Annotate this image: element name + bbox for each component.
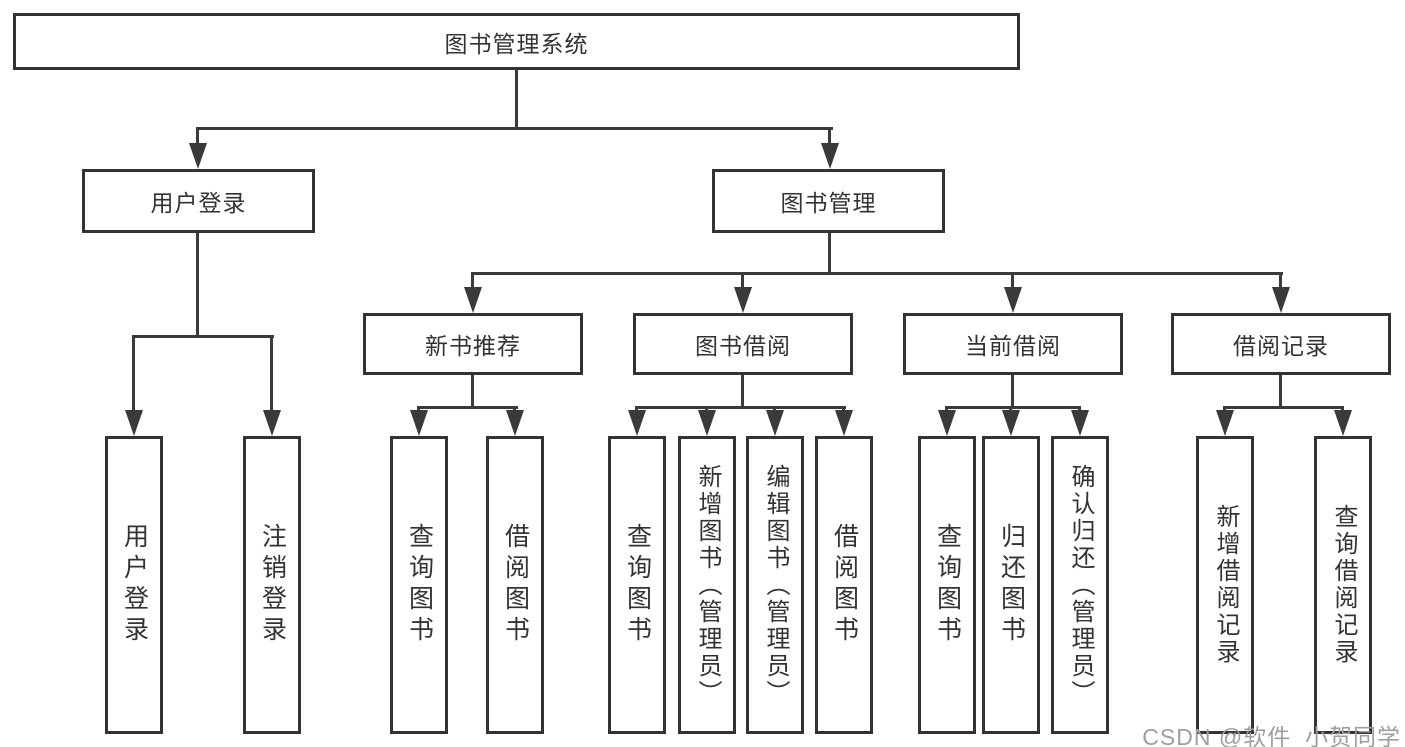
node-borrow-record: 借阅记录: [1171, 313, 1391, 375]
leaf-query-book-rec-label: 查询图书: [405, 523, 434, 647]
connector-drop-borrow-record: [1279, 272, 1282, 289]
arrowhead-return-book: [1002, 410, 1020, 436]
node-book-management-label: 图书管理: [780, 190, 877, 216]
leaf-borrow-book-rec: 借阅图书: [486, 436, 544, 734]
node-borrow-record-label: 借阅记录: [1233, 333, 1329, 359]
leaf-query-borrow-record: 查询借阅记录: [1314, 436, 1372, 734]
node-new-book-recommend: 新书推荐: [363, 313, 583, 375]
node-user-login-label: 用户登录: [150, 190, 247, 216]
leaf-return-book-label: 归还图书: [997, 523, 1026, 647]
arrowhead-query-borrow-record: [1334, 410, 1352, 436]
leaf-user-login-label: 用户登录: [120, 523, 149, 647]
connector-drop-new-book-recommend: [471, 272, 474, 289]
connector-borrow-record-bar: [1224, 406, 1344, 409]
leaf-user-login: 用户登录: [105, 436, 163, 734]
connector-book-borrow-bar: [636, 406, 846, 409]
arrowhead-confirm-return: [1071, 410, 1089, 436]
connector-current-borrow-bar: [946, 406, 1081, 409]
arrowhead-borrow-book-rec: [506, 410, 524, 436]
leaf-borrow-book-label: 借阅图书: [830, 523, 859, 647]
node-new-book-recommend-label: 新书推荐: [425, 333, 521, 359]
arrowhead-leaf-user-login: [125, 410, 143, 436]
arrowhead-query-book-current: [938, 410, 956, 436]
arrowhead-current-borrow: [1004, 287, 1022, 313]
node-root: 图书管理系统: [13, 13, 1020, 70]
arrowhead-query-book-borrow: [628, 410, 646, 436]
arrowhead-query-book-rec: [410, 410, 428, 436]
connector-book-management-stem: [828, 233, 831, 274]
connector-user-login-bar: [133, 335, 274, 338]
leaf-query-borrow-record-label: 查询借阅记录: [1330, 504, 1357, 666]
leaf-return-book: 归还图书: [982, 436, 1040, 734]
leaf-add-book-admin: 新增图书（管理员）: [678, 436, 736, 734]
arrowhead-new-book-recommend: [464, 287, 482, 313]
leaf-query-book-borrow: 查询图书: [608, 436, 666, 734]
node-current-borrow-label: 当前借阅: [965, 333, 1061, 359]
leaf-confirm-return-admin: 确认归还（管理员）: [1051, 436, 1109, 734]
arrowhead-user-login: [189, 143, 207, 169]
connector-drop-current-borrow: [1011, 272, 1014, 289]
leaf-edit-book-admin-label: 编辑图书（管理员）: [762, 463, 789, 707]
connector-drop-user-login: [196, 127, 199, 145]
arrowhead-book-management: [821, 143, 839, 169]
node-root-label: 图书管理系统: [444, 30, 589, 57]
leaf-query-book-rec: 查询图书: [390, 436, 448, 734]
leaf-edit-book-admin: 编辑图书（管理员）: [746, 436, 804, 734]
connector-drop-leaf-logout: [270, 335, 273, 412]
connector-book-borrow-stem: [741, 375, 744, 408]
node-user-login: 用户登录: [82, 169, 315, 233]
leaf-query-book-borrow-label: 查询图书: [623, 523, 652, 647]
connector-drop-book-borrow: [741, 272, 744, 289]
leaf-logout-label: 注销登录: [258, 523, 287, 647]
arrowhead-add-book-admin: [698, 410, 716, 436]
node-book-borrow-label: 图书借阅: [695, 333, 791, 359]
connector-drop-book-management: [828, 127, 831, 145]
node-book-management: 图书管理: [712, 169, 945, 233]
leaf-query-book-current-label: 查询图书: [933, 523, 962, 647]
connector-borrow-record-stem: [1279, 375, 1282, 408]
arrowhead-borrow-book: [835, 410, 853, 436]
node-current-borrow: 当前借阅: [903, 313, 1123, 375]
connector-new-book-recommend-stem: [471, 375, 474, 408]
connector-new-book-recommend-bar: [418, 406, 518, 409]
leaf-borrow-book-rec-label: 借阅图书: [501, 523, 530, 647]
leaf-logout: 注销登录: [243, 436, 301, 734]
arrowhead-leaf-logout: [263, 410, 281, 436]
arrowhead-borrow-record: [1272, 287, 1290, 313]
node-book-borrow: 图书借阅: [633, 313, 853, 375]
leaf-add-borrow-record-label: 新增借阅记录: [1212, 504, 1239, 666]
arrowhead-book-borrow: [734, 287, 752, 313]
connector-book-management-bar: [471, 272, 1283, 275]
connector-drop-leaf-user-login: [132, 335, 135, 412]
csdn-watermark: CSDN @软件_小贺同学: [1142, 724, 1401, 747]
leaf-borrow-book: 借阅图书: [815, 436, 873, 734]
leaf-query-book-current: 查询图书: [918, 436, 976, 734]
leaf-add-book-admin-label: 新增图书（管理员）: [694, 463, 721, 707]
connector-root-stem: [515, 70, 518, 129]
leaf-add-borrow-record: 新增借阅记录: [1196, 436, 1254, 734]
connector-root-bar: [197, 127, 833, 130]
arrowhead-edit-book-admin: [766, 410, 784, 436]
leaf-confirm-return-admin-label: 确认归还（管理员）: [1067, 463, 1094, 707]
connector-user-login-stem: [196, 233, 199, 337]
arrowhead-add-borrow-record: [1216, 410, 1234, 436]
connector-current-borrow-stem: [1011, 375, 1014, 408]
